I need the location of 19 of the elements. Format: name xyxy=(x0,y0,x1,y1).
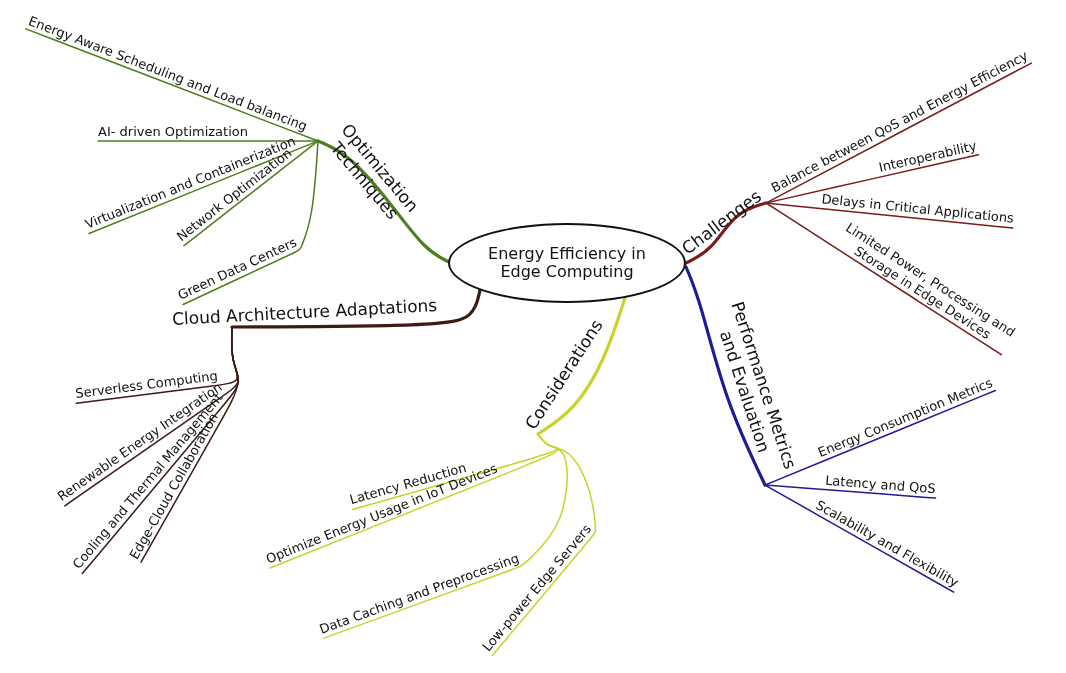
sub-branch-line xyxy=(764,389,997,486)
main-branch-line xyxy=(230,288,482,329)
sub-branch-line xyxy=(765,202,1003,356)
sub-branch-line xyxy=(183,140,319,247)
main-branch-line xyxy=(536,296,627,436)
sub-branch-line xyxy=(765,202,1014,229)
main-branch-line xyxy=(684,201,768,265)
sub-branch-line xyxy=(764,484,955,593)
sub-branch-line xyxy=(182,140,319,306)
sub-branch-line xyxy=(25,28,319,142)
sub-branch-line xyxy=(97,140,319,142)
topic-title: Energy Efficiency in Edge Computing xyxy=(487,244,647,282)
sub-branch-line xyxy=(764,484,937,499)
sub-branch-line xyxy=(88,140,319,235)
topic-label: Latency and QoS xyxy=(824,473,937,498)
sub-branch-line xyxy=(491,433,597,657)
sub-branch-line xyxy=(140,326,239,563)
main-branch-line xyxy=(684,265,767,487)
topic-label: AI- driven Optimization xyxy=(98,125,248,140)
